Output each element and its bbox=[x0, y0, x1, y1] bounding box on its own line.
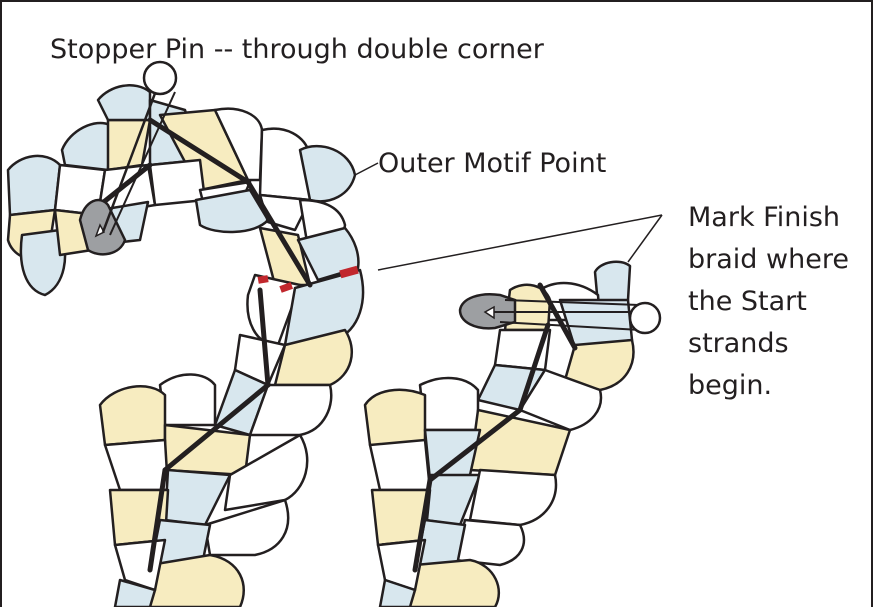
label-mark-finish-1: Mark Finish bbox=[688, 202, 840, 233]
label-mark-finish-3: the Start bbox=[688, 286, 807, 317]
strand-segment bbox=[98, 85, 150, 120]
strand-segment bbox=[365, 390, 425, 445]
leader-outer-motif bbox=[355, 163, 378, 175]
strand-segment bbox=[100, 386, 165, 445]
strand-segment bbox=[425, 430, 480, 480]
strand-segment bbox=[165, 470, 230, 525]
strand-segment bbox=[105, 440, 168, 490]
strand-segment bbox=[470, 470, 556, 525]
strand-segment bbox=[160, 374, 215, 425]
label-stopper-pin: Stopper Pin -- through double corner bbox=[50, 34, 545, 65]
pin-loop bbox=[144, 62, 176, 94]
pin-loop bbox=[630, 303, 660, 333]
strand-segment bbox=[150, 555, 244, 607]
leader-mark-finish-2 bbox=[628, 215, 662, 262]
strand-segment bbox=[410, 560, 499, 607]
leader-lines bbox=[355, 163, 662, 270]
strand-segment bbox=[300, 146, 355, 201]
strand-segment bbox=[420, 378, 478, 430]
label-outer-motif-point: Outer Motif Point bbox=[378, 148, 606, 179]
left-braid bbox=[8, 85, 363, 607]
strand-segment bbox=[62, 123, 110, 170]
strand-segment bbox=[150, 160, 205, 205]
label-mark-finish-5: begin. bbox=[688, 370, 772, 401]
strand-segment bbox=[8, 156, 60, 215]
label-mark-finish-4: strands bbox=[688, 328, 789, 359]
label-mark-finish-2: braid where bbox=[688, 244, 849, 275]
strand-segment bbox=[205, 500, 288, 555]
strand-segment bbox=[370, 440, 430, 490]
strand-segment bbox=[595, 262, 630, 305]
